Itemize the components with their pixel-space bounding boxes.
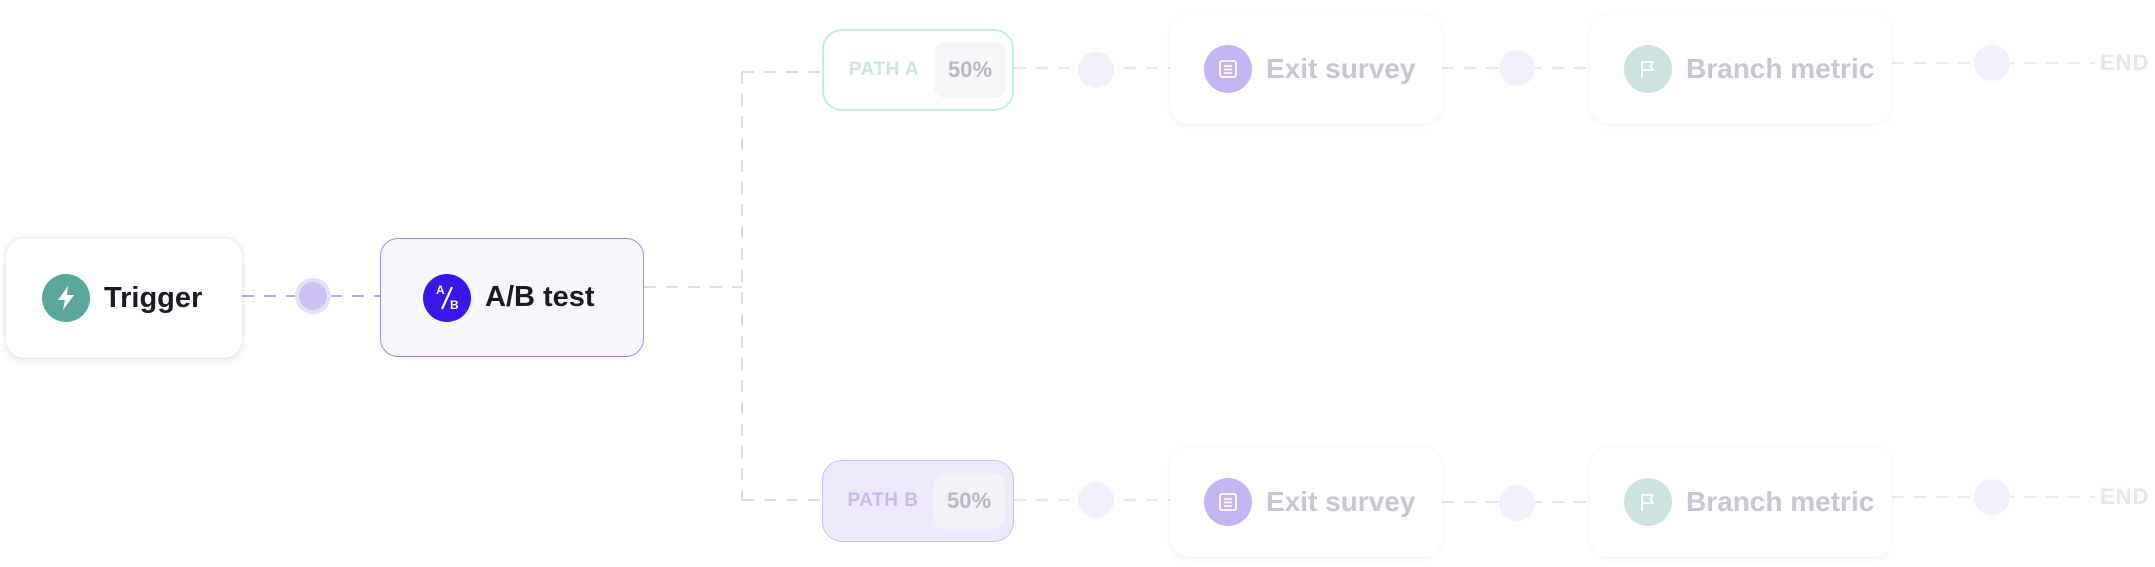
exit-survey-node[interactable]: Exit survey: [1170, 447, 1442, 557]
connector-handle[interactable]: [1078, 482, 1114, 518]
path-b-percent[interactable]: 50%: [933, 473, 1005, 529]
exit-survey-label: Exit survey: [1266, 53, 1416, 84]
path-a-percent[interactable]: 50%: [934, 42, 1006, 98]
path-a-pill[interactable]: PATH A 50%: [822, 29, 1014, 111]
flag-icon: [1624, 478, 1672, 526]
end-label: END: [2100, 50, 2150, 75]
flag-icon: [1624, 45, 1672, 93]
connector-handle[interactable]: [1974, 45, 2010, 81]
survey-list-icon: [1204, 478, 1252, 526]
connector-handle[interactable]: [1499, 50, 1535, 86]
path-b-pill[interactable]: PATH B 50%: [822, 460, 1014, 542]
lightning-icon: [42, 274, 90, 322]
ab-test-node[interactable]: A B A/B test: [380, 238, 644, 357]
ab-icon-a: A: [436, 282, 445, 297]
connector-handle[interactable]: [1078, 52, 1114, 88]
branch-metric-node[interactable]: Branch metric: [1590, 447, 1892, 557]
path-b-name: PATH B: [847, 490, 919, 511]
connector-handle[interactable]: [1974, 479, 2010, 515]
survey-list-icon: [1204, 45, 1252, 93]
ab-icon-b: B: [450, 297, 459, 312]
branch-metric-node[interactable]: Branch metric: [1590, 14, 1892, 124]
connector-handle[interactable]: [1499, 485, 1535, 521]
trigger-node[interactable]: Trigger: [6, 238, 242, 358]
branch-metric-label: Branch metric: [1686, 53, 1875, 84]
trigger-label: Trigger: [104, 281, 203, 314]
exit-survey-node[interactable]: Exit survey: [1170, 14, 1442, 124]
ab-test-label: A/B test: [485, 281, 595, 313]
exit-survey-label: Exit survey: [1266, 486, 1416, 517]
ab-split-icon: A B: [423, 273, 471, 322]
connector-handle[interactable]: [295, 278, 331, 314]
branch-metric-label: Branch metric: [1686, 486, 1875, 517]
path-a-name: PATH A: [848, 59, 920, 80]
end-label: END: [2100, 484, 2150, 509]
